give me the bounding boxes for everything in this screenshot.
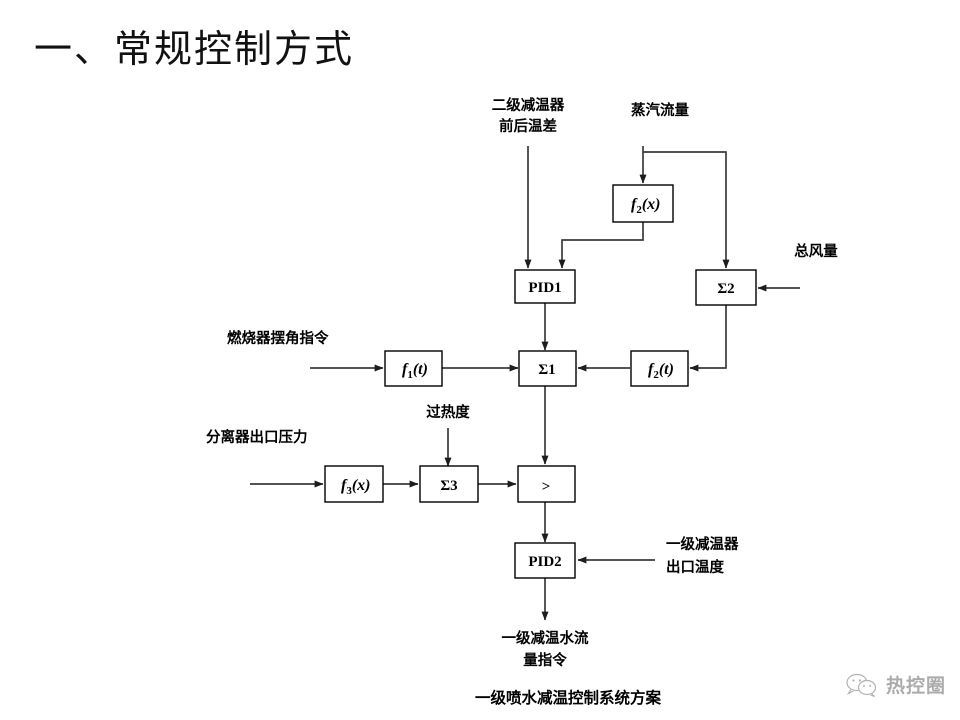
- watermark: 热控圈: [845, 671, 946, 698]
- label-output-line2: 量指令: [523, 651, 567, 669]
- block-pid2[interactable]: PID2: [514, 542, 576, 579]
- block-f2x[interactable]: f2(x): [612, 184, 674, 223]
- wire-sum2-to-f2t: [689, 305, 727, 372]
- block-pid1-rect: [514, 269, 576, 304]
- block-f3x-label: f3(x): [341, 477, 370, 497]
- block-f1t-label: f1(t): [402, 361, 428, 381]
- block-sum3-rect: [419, 465, 479, 503]
- label-desuper-out-line2: 出口温度: [666, 558, 724, 576]
- block-pid1[interactable]: PID1: [514, 269, 576, 304]
- label-burner-tilt: 燃烧器摆角指令: [227, 329, 329, 347]
- block-f2t-rect: [630, 350, 689, 387]
- block-comparator-rect: [517, 465, 576, 503]
- wire-f2x-to-pid1: [558, 222, 644, 269]
- block-sum1[interactable]: Σ1: [518, 350, 577, 387]
- block-sum2[interactable]: Σ2: [695, 269, 757, 306]
- label-total-air: 总风量: [794, 242, 838, 260]
- label-steam-flow: 蒸汽流量: [631, 101, 689, 119]
- block-f1t-rect: [384, 350, 443, 387]
- block-f1t[interactable]: f1(t): [384, 350, 443, 387]
- diagram-caption: 一级喷水减温控制系统方案: [475, 688, 662, 707]
- wechat-icon: [846, 673, 877, 697]
- block-sum2-rect: [695, 269, 757, 306]
- block-comparator-label: >: [542, 479, 551, 495]
- block-sum3-label: Σ3: [440, 478, 457, 494]
- block-f2x-label: f2(x): [631, 196, 660, 216]
- label-output-line1: 一级减温水流: [502, 629, 589, 647]
- wire-steamflow-to-sum2: [643, 151, 730, 269]
- block-pid2-rect: [514, 542, 576, 579]
- block-f2t[interactable]: f2(t): [630, 350, 689, 387]
- block-pid1-label: PID1: [528, 280, 561, 296]
- block-pid2-label: PID2: [528, 554, 561, 570]
- block-comparator[interactable]: >: [517, 465, 576, 503]
- watermark-text: 热控圈: [885, 675, 946, 697]
- block-f3x-rect: [324, 465, 384, 503]
- block-sum1-label: Σ1: [538, 362, 555, 378]
- block-f2t-label: f2(t): [648, 361, 674, 381]
- block-sum2-label: Σ2: [717, 281, 734, 297]
- block-f2x-rect: [612, 184, 674, 223]
- block-sum1-rect: [518, 350, 577, 387]
- label-desuper-out-line1: 一级减温器: [666, 535, 739, 553]
- label-temp-diff-line2: 前后温差: [499, 117, 557, 135]
- page-title: 一、常规控制方式: [34, 27, 355, 71]
- label-separator-pressure: 分离器出口压力: [206, 428, 308, 446]
- label-temp-diff-line1: 二级减温器: [492, 96, 565, 114]
- block-sum3[interactable]: Σ3: [419, 465, 479, 503]
- label-superheat: 过热度: [426, 403, 470, 421]
- block-f3x[interactable]: f3(x): [324, 465, 384, 503]
